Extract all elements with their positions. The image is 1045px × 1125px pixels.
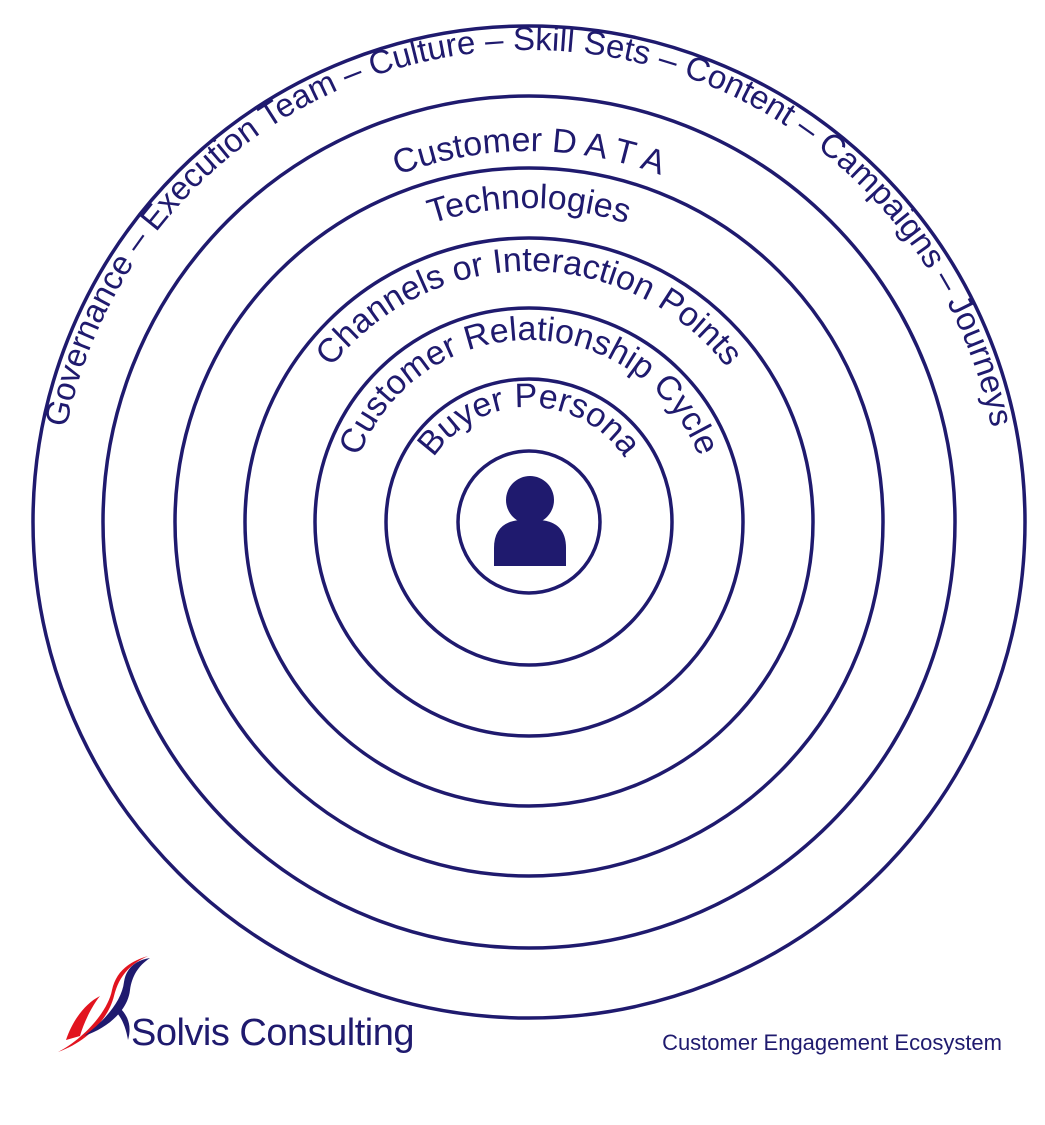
ring-technologies — [173, 166, 885, 878]
ring-governance — [31, 24, 1027, 1020]
ring-customer-data — [101, 94, 957, 950]
diagram-caption: Customer Engagement Ecosystem — [662, 1030, 1002, 1055]
brand-name: Solvis Consulting — [131, 1012, 414, 1054]
ring-label-technologies: Technologies — [423, 178, 635, 231]
person-icon — [494, 476, 566, 566]
ring-channels — [243, 236, 815, 808]
swoosh-logo-icon — [58, 956, 150, 1052]
ring-label-customer-data: Customer D A T A — [388, 121, 671, 183]
ring-label-governance: Governance – Execution Team – Culture – … — [37, 20, 1021, 429]
ring-buyer-persona — [384, 377, 674, 667]
ring-center — [456, 449, 602, 595]
ring-relationship-cycle — [313, 306, 745, 738]
